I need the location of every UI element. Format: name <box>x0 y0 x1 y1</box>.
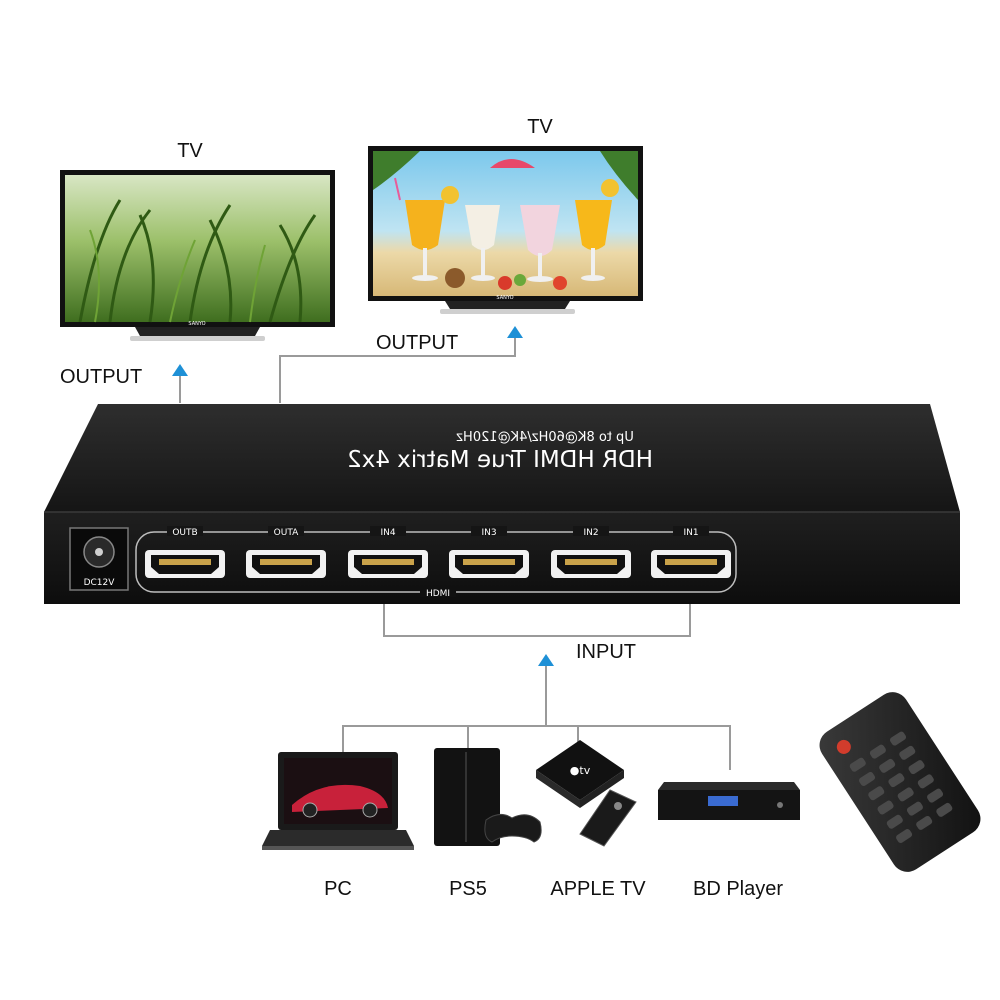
tv-left-brand: SANYO <box>188 321 205 327</box>
tv-right-drinks <box>394 159 619 290</box>
tv-left: SANYO <box>60 170 335 341</box>
output-right-arrow <box>507 326 523 338</box>
hdmi-port-label: IN2 <box>583 528 598 538</box>
source-label-ps5: PS5 <box>449 878 487 900</box>
remote-key[interactable] <box>887 772 905 788</box>
hdmi-port-in3[interactable]: IN3 <box>449 526 529 578</box>
apple-tv-remote <box>579 789 637 847</box>
bd-player-display <box>708 796 738 806</box>
tv-right-label: TV <box>527 116 553 138</box>
tv-right-brand: SANYO <box>496 295 513 301</box>
tv-left-grass <box>78 199 317 323</box>
input-bus-line <box>383 604 691 637</box>
source-label-apple-tv: APPLE TV <box>550 878 646 900</box>
source-feed-line <box>342 725 731 770</box>
output-right-line <box>279 334 516 403</box>
source-label-bd-player: BD Player <box>693 878 783 900</box>
device-title: HDR HDMI True Matrix 4x2 <box>347 447 653 473</box>
remote-key[interactable] <box>895 828 913 844</box>
remote-key[interactable] <box>915 815 933 831</box>
remote-key[interactable] <box>897 786 915 802</box>
hdmi-label: HDMI <box>426 589 450 599</box>
tv-left-label: TV <box>177 140 203 162</box>
remote-key[interactable] <box>898 745 916 761</box>
remote-key[interactable] <box>907 759 925 775</box>
remote-key[interactable] <box>917 773 935 789</box>
output-left-label: OUTPUT <box>60 366 142 388</box>
laptop-pc <box>262 752 414 850</box>
remote-key[interactable] <box>935 802 953 818</box>
remote-buttons <box>849 730 953 844</box>
ps5-controller <box>484 814 542 843</box>
laptop-base <box>262 830 414 846</box>
hdmi-port-label: IN4 <box>380 528 395 538</box>
remote-power-button[interactable] <box>834 737 853 756</box>
source-labels: PC PS5 APPLE TV BD Player <box>324 878 783 900</box>
hdmi-port-label: OUTB <box>172 528 197 538</box>
remote-key[interactable] <box>889 730 907 746</box>
tv-left-stand <box>135 327 260 336</box>
ps5-console <box>434 748 542 846</box>
device-subtitle: Up to 8K@60Hz/4K@120Hz <box>456 430 634 445</box>
input-connections <box>342 604 731 770</box>
ir-remote <box>819 692 981 872</box>
output-left-arrow <box>172 364 188 376</box>
hdmi-port-label: IN3 <box>481 528 496 538</box>
hdmi-port-label: IN1 <box>683 528 698 538</box>
apple-tv-box: ●tv <box>536 740 637 847</box>
input-arrow <box>538 654 554 666</box>
output-connections <box>172 326 523 403</box>
device-top-face <box>44 404 960 512</box>
hdmi-port-outb[interactable]: OUTB <box>145 526 225 578</box>
remote-key[interactable] <box>926 787 944 803</box>
hdmi-port-in2[interactable]: IN2 <box>551 526 631 578</box>
svg-text:●tv: ●tv <box>570 764 591 777</box>
input-label: INPUT <box>576 641 636 663</box>
remote-key[interactable] <box>906 801 924 817</box>
hdmi-port-in1[interactable]: IN1 <box>651 526 731 578</box>
remote-key[interactable] <box>878 758 896 774</box>
hdmi-matrix-device: HDR HDMI True Matrix 4x2 Up to 8K@60Hz/4… <box>44 404 960 604</box>
hdmi-ports: OUTB OUTA IN4 IN3 IN2 IN1 <box>145 526 731 578</box>
remote-key[interactable] <box>886 814 904 830</box>
hdmi-port-label: OUTA <box>274 528 299 538</box>
tv-right-stand <box>445 301 570 309</box>
output-right-label: OUTPUT <box>376 332 458 354</box>
source-label-pc: PC <box>324 878 352 900</box>
remote-key[interactable] <box>869 744 887 760</box>
bd-player <box>658 782 800 820</box>
power-label: DC12V <box>84 578 116 588</box>
remote-key[interactable] <box>876 799 894 815</box>
tv-left-screen <box>65 175 330 322</box>
remote-key[interactable] <box>849 757 867 773</box>
remote-key[interactable] <box>858 771 876 787</box>
tv-right: SANYO <box>368 146 643 314</box>
hdmi-port-outa[interactable]: OUTA <box>246 526 326 578</box>
hdmi-port-in4[interactable]: IN4 <box>348 526 428 578</box>
remote-key[interactable] <box>867 785 885 801</box>
